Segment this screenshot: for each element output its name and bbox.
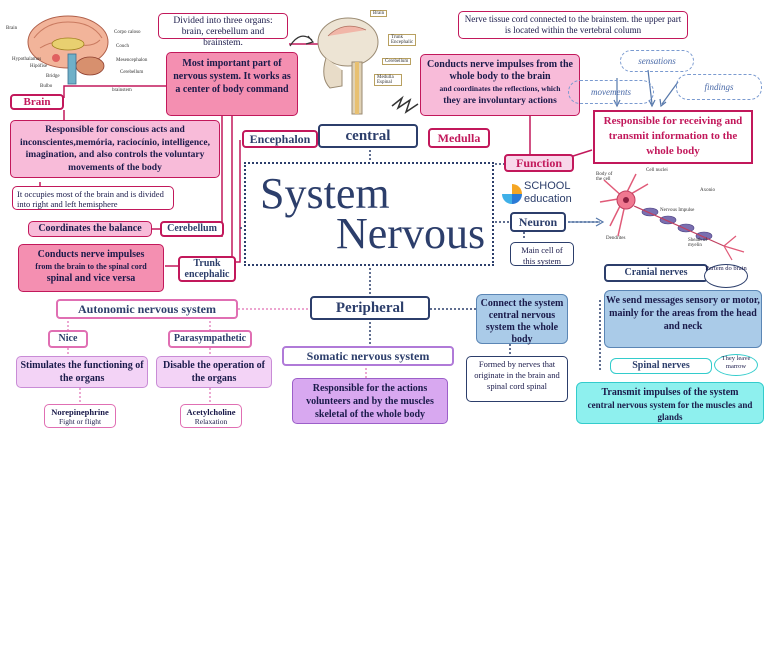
divided-note: Divided into three organs: brain, cerebe… bbox=[158, 13, 288, 48]
disable-box: Disable the operation of the organs bbox=[156, 356, 272, 388]
norepinephrine-sub: Fight or flight bbox=[58, 417, 102, 426]
brain-label-hypothalamus: Hypothalamus bbox=[12, 57, 42, 62]
function-node[interactable]: Function bbox=[504, 154, 574, 172]
brain-label-brain: Brain bbox=[6, 26, 18, 31]
skull-label-brain: Brain bbox=[370, 10, 388, 17]
neuron-label-axon: Axonio bbox=[700, 188, 715, 193]
spinal-nerves-node[interactable]: Spinal nerves bbox=[610, 358, 712, 374]
logo-line1: SCHOOL bbox=[524, 180, 571, 192]
medulla-desc-line1: Conducts nerve impulses from the whole b… bbox=[427, 59, 573, 82]
brain-desc-box: Responsible for conscious acts and incon… bbox=[10, 120, 220, 178]
somatic-desc-box: Responsible for the actions volunteers a… bbox=[292, 378, 448, 424]
skull-label-trunk: Trunk Encephalic bbox=[388, 34, 416, 46]
brain-label-hipofise: Hipófise bbox=[30, 64, 48, 69]
neuron-label-myelin: Sheath of myelin bbox=[688, 238, 708, 248]
neuron-label-dendrites: Dendrites bbox=[606, 236, 626, 241]
main-cell-note: Main cell of this system bbox=[510, 242, 574, 266]
medulla-node[interactable]: Medulla bbox=[428, 128, 490, 148]
cerebellum-node[interactable]: Cerebellum bbox=[160, 221, 224, 237]
brain-hemisphere-note: It occupies most of the brain and is div… bbox=[12, 186, 174, 210]
brain-label-corpo-caloso: Corpo caloso bbox=[114, 30, 141, 35]
trunk-desc-box: Conducts nerve impulses from the brain t… bbox=[18, 244, 164, 292]
neuron-image: Body of the cell Cell nuclei Axonio Nerv… bbox=[596, 166, 756, 262]
school-education-logo: SCHOOL education bbox=[500, 180, 576, 210]
central-node[interactable]: central bbox=[318, 124, 418, 148]
spinal-note: They leave marrow bbox=[714, 354, 758, 376]
trunk-desc-line1: Conducts nerve impulses bbox=[37, 249, 145, 260]
cloud-findings: findings bbox=[676, 74, 762, 100]
neuron-drawing bbox=[599, 173, 745, 261]
acetylcholine-label: Acetylcholine bbox=[186, 407, 236, 417]
acetylcholine-box: Acetylcholine Relaxation bbox=[180, 404, 242, 428]
autonomic-node[interactable]: Autonomic nervous system bbox=[56, 299, 238, 319]
spinal-desc-box: Transmit impulses of the system central … bbox=[576, 382, 764, 424]
nice-node[interactable]: Nice bbox=[48, 330, 88, 348]
medulla-desc-line3: they are involuntary actions bbox=[443, 96, 557, 106]
trunk-desc-line2: from the brain to the spinal cord bbox=[35, 262, 147, 271]
logo-icon bbox=[502, 184, 522, 204]
brain-label-bulbo: Bulbo bbox=[40, 84, 53, 89]
skull-spine-image: Brain Trunk Encephalic Cerebellum Medull… bbox=[308, 8, 420, 118]
somatic-node[interactable]: Somatic nervous system bbox=[282, 346, 454, 366]
cranial-nerves-node[interactable]: Cranial nerves bbox=[604, 264, 708, 282]
logo-line2: education bbox=[524, 193, 572, 205]
cloud-sensations: sensations bbox=[620, 50, 694, 72]
skull-label-cerebellum: Cerebellum bbox=[382, 58, 412, 65]
encephalon-node[interactable]: Encephalon bbox=[242, 130, 318, 148]
function-desc-box: Responsible for receiving and transmit i… bbox=[593, 110, 753, 164]
brain-label-couch: Couch bbox=[116, 44, 130, 49]
system-nervous-title: System Nervous bbox=[244, 162, 494, 266]
brain-label-mesencephalon: Mesencephalon bbox=[116, 58, 148, 63]
trunk-encephalic-node[interactable]: Trunk encephalic bbox=[178, 256, 236, 282]
most-important-box: Most important part of nervous system. I… bbox=[166, 52, 298, 116]
spinal-desc-line1: Transmit impulses of the system bbox=[601, 387, 739, 398]
skull-label-medulla: Medulla Espinal bbox=[374, 74, 402, 86]
neuron-label-nuclei: Cell nuclei bbox=[646, 168, 668, 173]
neuron-node[interactable]: Neuron bbox=[510, 212, 566, 232]
cloud-movements: movements bbox=[568, 80, 654, 104]
peripheral-node[interactable]: Peripheral bbox=[310, 296, 430, 320]
formed-note: Formed by nerves that originate in the b… bbox=[466, 356, 568, 402]
cranial-note: Partem do brain bbox=[704, 264, 748, 288]
title-nervous: Nervous bbox=[336, 209, 486, 258]
acetylcholine-sub: Relaxation bbox=[194, 417, 228, 426]
brain-node[interactable]: Brain bbox=[10, 94, 64, 110]
medulla-desc-line2: and coordinates the reflections, which bbox=[439, 84, 561, 93]
brain-label-brainstem: brainstem bbox=[112, 88, 132, 93]
parasympathetic-node[interactable]: Parasympathetic bbox=[168, 330, 252, 348]
norepinephrine-box: Norepinephrine Fight or flight bbox=[44, 404, 116, 428]
skull-drawing bbox=[317, 17, 379, 115]
title-system: System bbox=[260, 169, 390, 218]
connect-box: Connect the system central nervous syste… bbox=[476, 294, 568, 345]
neuron-label-impulse: Nervous Impulse bbox=[660, 208, 695, 213]
brain-drawing bbox=[27, 15, 109, 85]
spinal-desc-line2: central nervous system for the muscles a… bbox=[587, 400, 753, 422]
coordinates-balance-box: Coordinates the balance bbox=[28, 221, 152, 237]
brain-label-cerebellum: Cerebellum bbox=[120, 70, 144, 75]
nerve-tissue-note: Nerve tissue cord connected to the brain… bbox=[458, 11, 688, 39]
norepinephrine-label: Norepinephrine bbox=[51, 407, 109, 417]
brain-sagittal-image: Corpo caloso Brain Couch Hypothalamus Hi… bbox=[6, 8, 156, 93]
trunk-desc-line3: spinal and vice versa bbox=[46, 273, 136, 284]
brain-label-bridge: Bridge bbox=[46, 74, 60, 79]
medulla-desc-box: Conducts nerve impulses from the whole b… bbox=[420, 54, 580, 116]
stimulates-box: Stimulates the functioning of the organs bbox=[16, 356, 148, 388]
cranial-desc-box: We send messages sensory or motor, mainl… bbox=[604, 290, 762, 348]
neuron-label-body: Body of the cell bbox=[596, 172, 613, 182]
